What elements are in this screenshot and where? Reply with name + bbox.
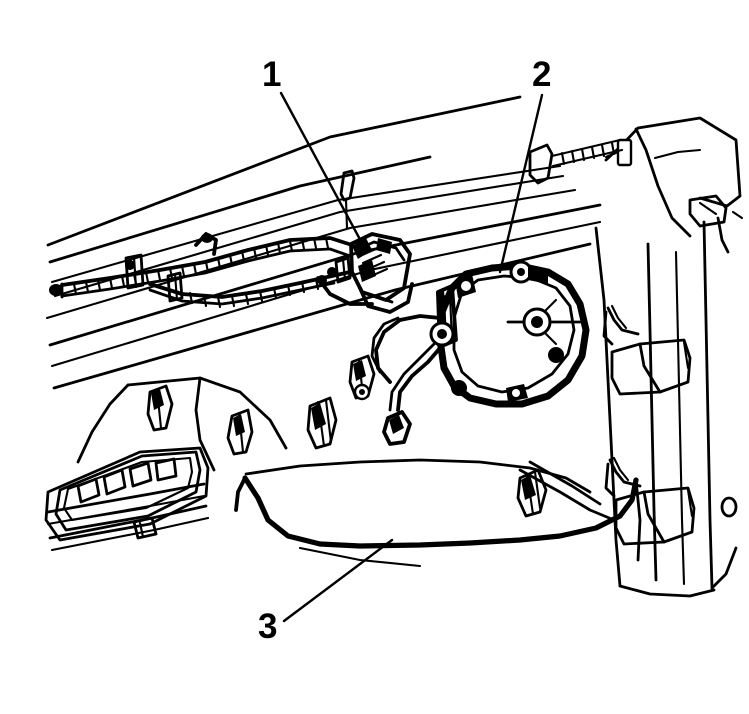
upper-right-panel xyxy=(604,116,744,254)
callout-2: 2 xyxy=(498,55,551,274)
threaded-stud-upper xyxy=(528,138,624,185)
actuator-motor-assembly xyxy=(370,260,590,446)
wiring-harness xyxy=(49,232,374,309)
pillar-trim xyxy=(594,220,738,598)
air-vent-grille xyxy=(44,446,210,552)
callout-3-number: 3 xyxy=(258,607,277,646)
electrical-connector xyxy=(327,232,414,314)
callout-1-number: 1 xyxy=(262,55,281,94)
callout-3: 3 xyxy=(258,538,394,646)
callout-2-leader xyxy=(498,93,544,274)
callout-1: 1 xyxy=(262,55,365,247)
callout-1-leader xyxy=(279,91,365,247)
retainer-clips xyxy=(146,354,548,518)
callout-2-number: 2 xyxy=(532,55,551,94)
callout-3-leader xyxy=(282,538,394,623)
